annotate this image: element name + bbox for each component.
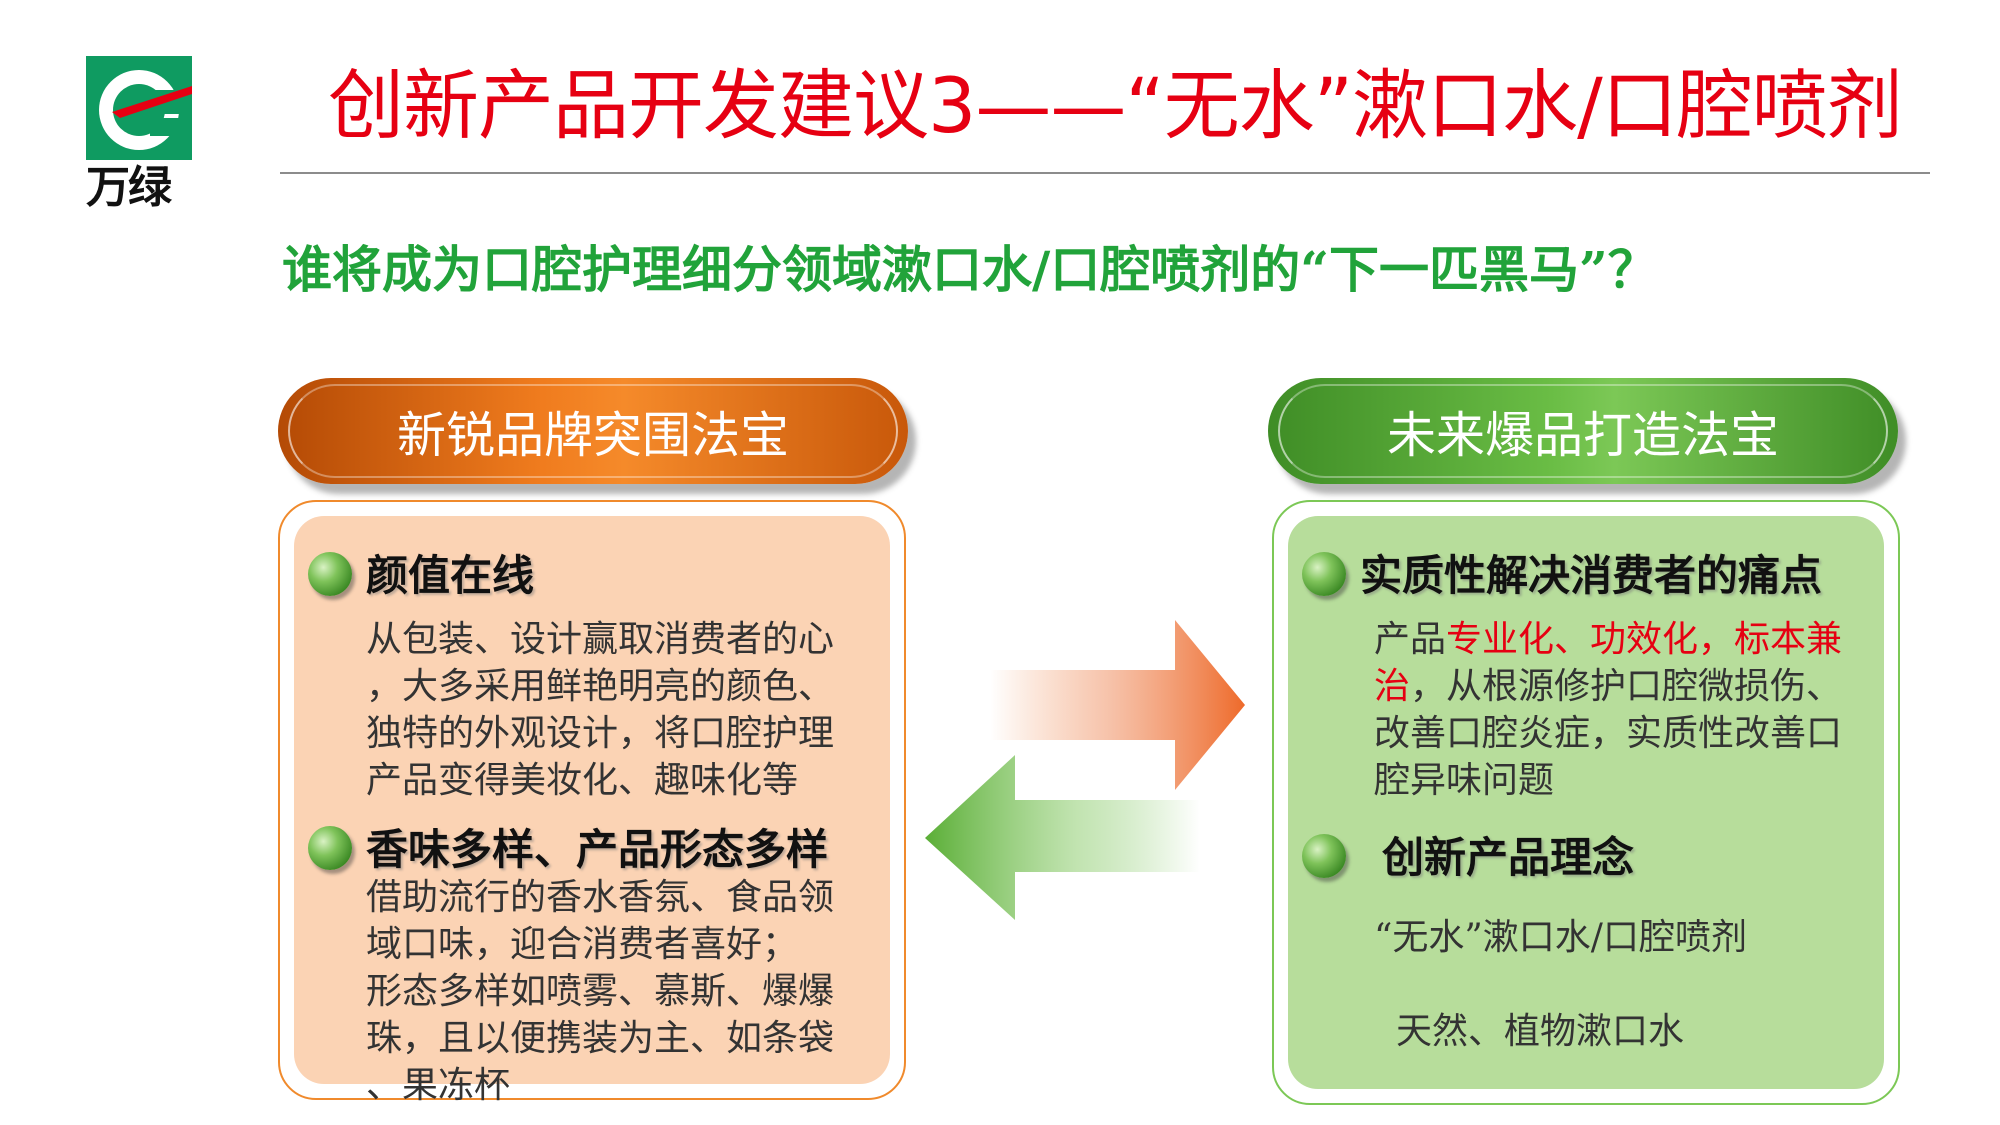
logo-mark-icon [86, 56, 192, 160]
bullet-icon [1302, 552, 1346, 596]
right-item-2-line-1: “无水”漱口水/口腔喷剂 [1374, 917, 1747, 958]
right-section-pill: 未来爆品打造法宝 [1268, 378, 1898, 484]
text-line: 域口味，迎合消费者喜好； [366, 924, 799, 965]
right-item-2-line-2: 天然、植物漱口水 [1396, 1011, 1685, 1052]
page-title: 创新产品开发建议3——“无水”漱口水/口腔喷剂 [328, 61, 1903, 150]
bullet-icon [1302, 834, 1346, 878]
left-item-2-heading: 香味多样、产品形态多样 [366, 825, 829, 874]
text-line: ，大多采用鲜艳明亮的颜色、 [366, 666, 835, 707]
text-segment: ，从根源修护口腔微损伤、 [1410, 666, 1843, 707]
left-item-1-text: 从包装、设计赢取消费者的心 ，大多采用鲜艳明亮的颜色、 独特的外观设计，将口腔护… [366, 616, 834, 804]
exchange-arrows-icon [925, 620, 1245, 920]
left-panel: 颜值在线 从包装、设计赢取消费者的心 ，大多采用鲜艳明亮的颜色、 独特的外观设计… [278, 500, 906, 1106]
left-item-1-heading: 颜值在线 [366, 551, 535, 600]
left-section-pill: 新锐品牌突围法宝 [278, 378, 908, 484]
text-line: 改善口腔炎症，实质性改善口 [1374, 713, 1843, 754]
text-line: 借助流行的香水香氛、食品领 [366, 877, 835, 918]
right-pill-label: 未来爆品打造法宝 [1386, 406, 1779, 464]
right-panel-inner [1288, 516, 1884, 1089]
text-line: 产品专业化、功效化，标本兼 [1374, 616, 1842, 663]
title-divider [280, 172, 1930, 174]
text-line: 独特的外观设计，将口腔护理 [366, 713, 835, 754]
right-item-2-heading: 创新产品理念 [1382, 833, 1635, 882]
text-line: 形态多样如喷雾、慕斯、爆爆 [366, 971, 835, 1012]
right-item-1-text: 产品专业化、功效化，标本兼 治，从根源修护口腔微损伤、 改善口腔炎症，实质性改善… [1374, 616, 1842, 804]
text-segment: 产品 [1374, 619, 1447, 660]
left-item-2-text: 借助流行的香水香氛、食品领 域口味，迎合消费者喜好； 形态多样如喷雾、慕斯、爆爆… [366, 874, 834, 1109]
text-line: 、果冻杯 [366, 1065, 511, 1106]
text-line: 治，从根源修护口腔微损伤、 [1374, 663, 1842, 710]
text-line: 珠，且以便携装为主、如条袋 [366, 1018, 835, 1059]
text-line: 腔异味问题 [1374, 760, 1555, 801]
highlight-text: 治 [1374, 666, 1411, 707]
left-panel-inner [294, 516, 890, 1084]
right-item-1-heading: 实质性解决消费者的痛点 [1360, 551, 1823, 600]
bullet-icon [308, 552, 352, 596]
page-subtitle: 谁将成为口腔护理细分领域漱口水/口腔喷剂的“下一匹黑马”？ [282, 240, 1658, 299]
left-pill-label: 新锐品牌突围法宝 [396, 406, 789, 464]
right-panel: 实质性解决消费者的痛点 产品专业化、功效化，标本兼 治，从根源修护口腔微损伤、 … [1272, 500, 1900, 1105]
text-line: 产品变得美妆化、趣味化等 [366, 760, 799, 801]
brand-logo: 万绿 [86, 56, 196, 210]
bullet-icon [308, 826, 352, 870]
right-arrow-icon [990, 620, 1245, 790]
logo-brand-text: 万绿 [86, 162, 172, 213]
text-line: 从包装、设计赢取消费者的心 [366, 619, 835, 660]
left-arrow-icon [925, 755, 1200, 920]
highlight-text: 专业化、功效化，标本兼 [1446, 619, 1843, 660]
